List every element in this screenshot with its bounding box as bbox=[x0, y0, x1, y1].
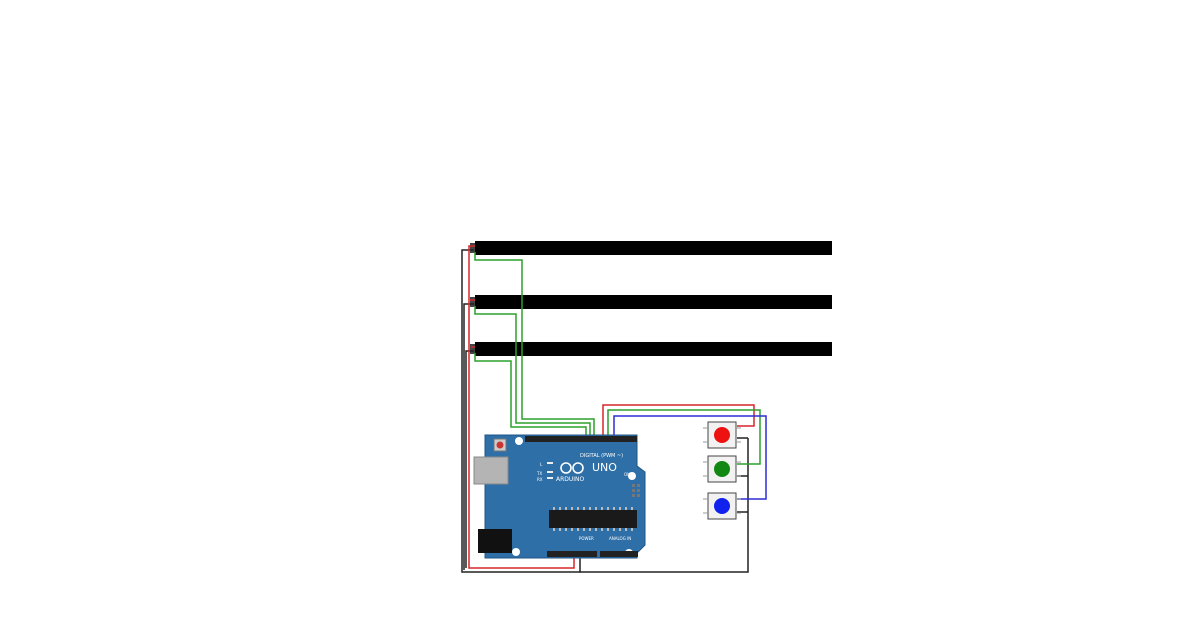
data-wire-strip-3[interactable] bbox=[474, 353, 587, 438]
ground-wire-strip-2[interactable] bbox=[463, 303, 474, 570]
led-indicator bbox=[547, 471, 553, 473]
reset-button-cap bbox=[496, 441, 504, 449]
led-strips bbox=[470, 241, 832, 356]
digital-header[interactable] bbox=[525, 436, 637, 442]
pushbutton-blue[interactable] bbox=[703, 492, 741, 520]
dc-power-jack[interactable] bbox=[478, 529, 512, 553]
analog-header-label: ANALOG IN bbox=[609, 536, 631, 541]
red-button-cap[interactable] bbox=[714, 427, 730, 443]
led-strip-2-connector bbox=[470, 297, 475, 307]
led-strip-1[interactable] bbox=[475, 241, 832, 255]
analog-header[interactable] bbox=[600, 551, 638, 557]
led-strip-3[interactable] bbox=[475, 342, 832, 356]
led-strip-2[interactable] bbox=[475, 295, 832, 309]
board-model: UNO bbox=[592, 461, 617, 474]
data-wire-green-button[interactable] bbox=[607, 409, 761, 465]
arduino-board[interactable]: DIGITAL (PWM ~) UNO ARDUINO ON L TX RX P… bbox=[473, 434, 646, 559]
data-wire-strip-2[interactable] bbox=[474, 306, 591, 438]
ground-wire-strip-1[interactable] bbox=[461, 249, 581, 573]
mounting-hole bbox=[512, 548, 520, 556]
power-wire-strip-1[interactable] bbox=[468, 245, 575, 569]
led-strip-1-connector bbox=[470, 243, 475, 253]
ground-wire-buttons[interactable] bbox=[580, 437, 749, 573]
ground-wire-strip-3[interactable] bbox=[465, 350, 474, 568]
data-wire-strip-1[interactable] bbox=[474, 252, 595, 438]
power-wires bbox=[468, 245, 755, 569]
power-wire-red-button[interactable] bbox=[602, 404, 755, 438]
tx-led-label: TX bbox=[536, 471, 542, 476]
l-led-label: L bbox=[540, 462, 543, 467]
power-header-label: POWER bbox=[579, 536, 594, 541]
board-brand: ARDUINO bbox=[556, 476, 585, 483]
data-wires bbox=[474, 252, 761, 465]
rx-led-label: RX bbox=[537, 477, 543, 482]
mounting-hole bbox=[628, 472, 636, 480]
power-header[interactable] bbox=[547, 551, 597, 557]
data-wire-blue-button[interactable] bbox=[613, 415, 767, 500]
mounting-hole bbox=[515, 437, 523, 445]
usb-port[interactable] bbox=[473, 456, 509, 485]
icsp-header bbox=[632, 484, 640, 497]
chip-pins bbox=[553, 507, 633, 531]
led-strip-3-connector bbox=[470, 344, 475, 354]
green-button-cap[interactable] bbox=[714, 461, 730, 477]
blue-button-cap[interactable] bbox=[714, 498, 730, 514]
on-led-label: ON bbox=[624, 472, 630, 477]
arduino-logo-icon bbox=[560, 462, 584, 474]
microcontroller-chip bbox=[549, 510, 637, 528]
led-indicator bbox=[547, 477, 553, 479]
led-indicator bbox=[547, 462, 553, 464]
pushbutton-green[interactable] bbox=[703, 455, 741, 483]
pushbutton-red[interactable] bbox=[703, 421, 741, 449]
ground-wires bbox=[461, 249, 749, 573]
digital-header-label: DIGITAL (PWM ~) bbox=[580, 453, 623, 459]
